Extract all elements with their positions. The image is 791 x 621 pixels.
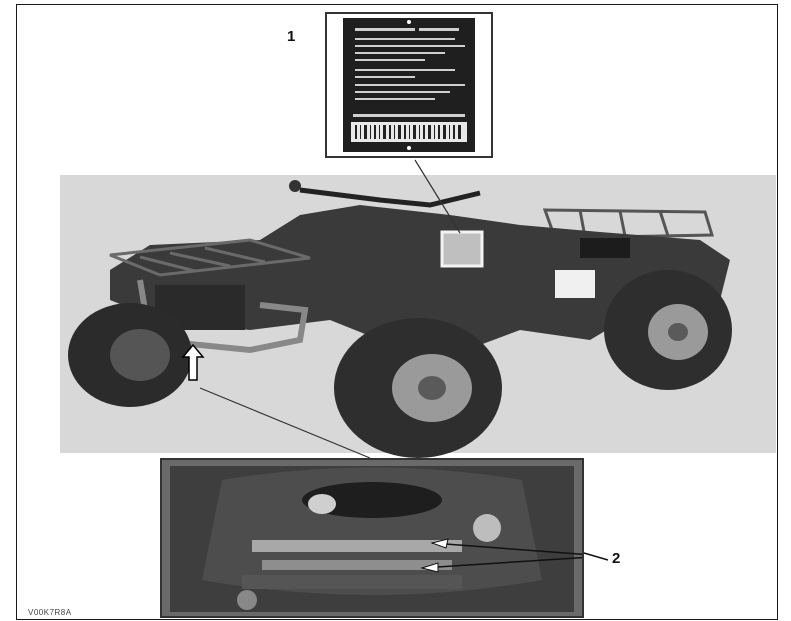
label-detail-inset — [325, 12, 493, 158]
figure-code: V00K7R8A — [28, 608, 72, 617]
callout-2: 2 — [612, 550, 621, 567]
front-rack — [109, 238, 311, 277]
label-location-marker — [440, 230, 484, 268]
location-arrow-icon — [181, 343, 205, 381]
front-left-wheel — [68, 303, 192, 407]
atv-body — [110, 205, 730, 345]
rear-right-wheel — [604, 270, 732, 390]
callout-1: 1 — [287, 28, 296, 45]
front-right-wheel — [334, 318, 502, 458]
leader-line-1 — [414, 159, 461, 234]
frame-stamp-inset — [160, 458, 593, 618]
leader-line-2 — [199, 387, 371, 459]
handlebar — [299, 187, 481, 208]
